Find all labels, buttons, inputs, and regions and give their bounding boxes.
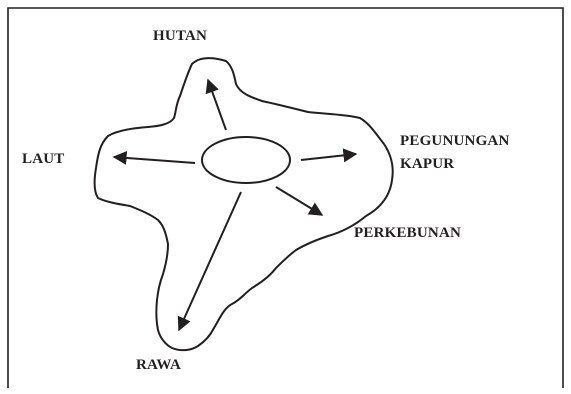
- arrow-to-hutan: [205, 78, 227, 131]
- arrow-to-perkebunan: [275, 186, 324, 216]
- label-kapur: KAPUR: [400, 156, 455, 172]
- frame-border: [7, 7, 564, 388]
- label-laut: LAUT: [22, 151, 65, 167]
- arrow-to-rawa: [177, 191, 242, 332]
- region-outline: [93, 57, 394, 352]
- label-perkebunan: PERKEBUNAN: [354, 225, 462, 241]
- label-hutan: HUTAN: [153, 28, 208, 44]
- label-rawa: RAWA: [136, 357, 181, 373]
- arrow-to-pegunungan-kapur: [300, 148, 358, 163]
- center-ellipse: [201, 136, 291, 184]
- label-pegunungan: PEGUNUNGAN: [400, 133, 510, 149]
- arrow-to-laut: [112, 150, 196, 165]
